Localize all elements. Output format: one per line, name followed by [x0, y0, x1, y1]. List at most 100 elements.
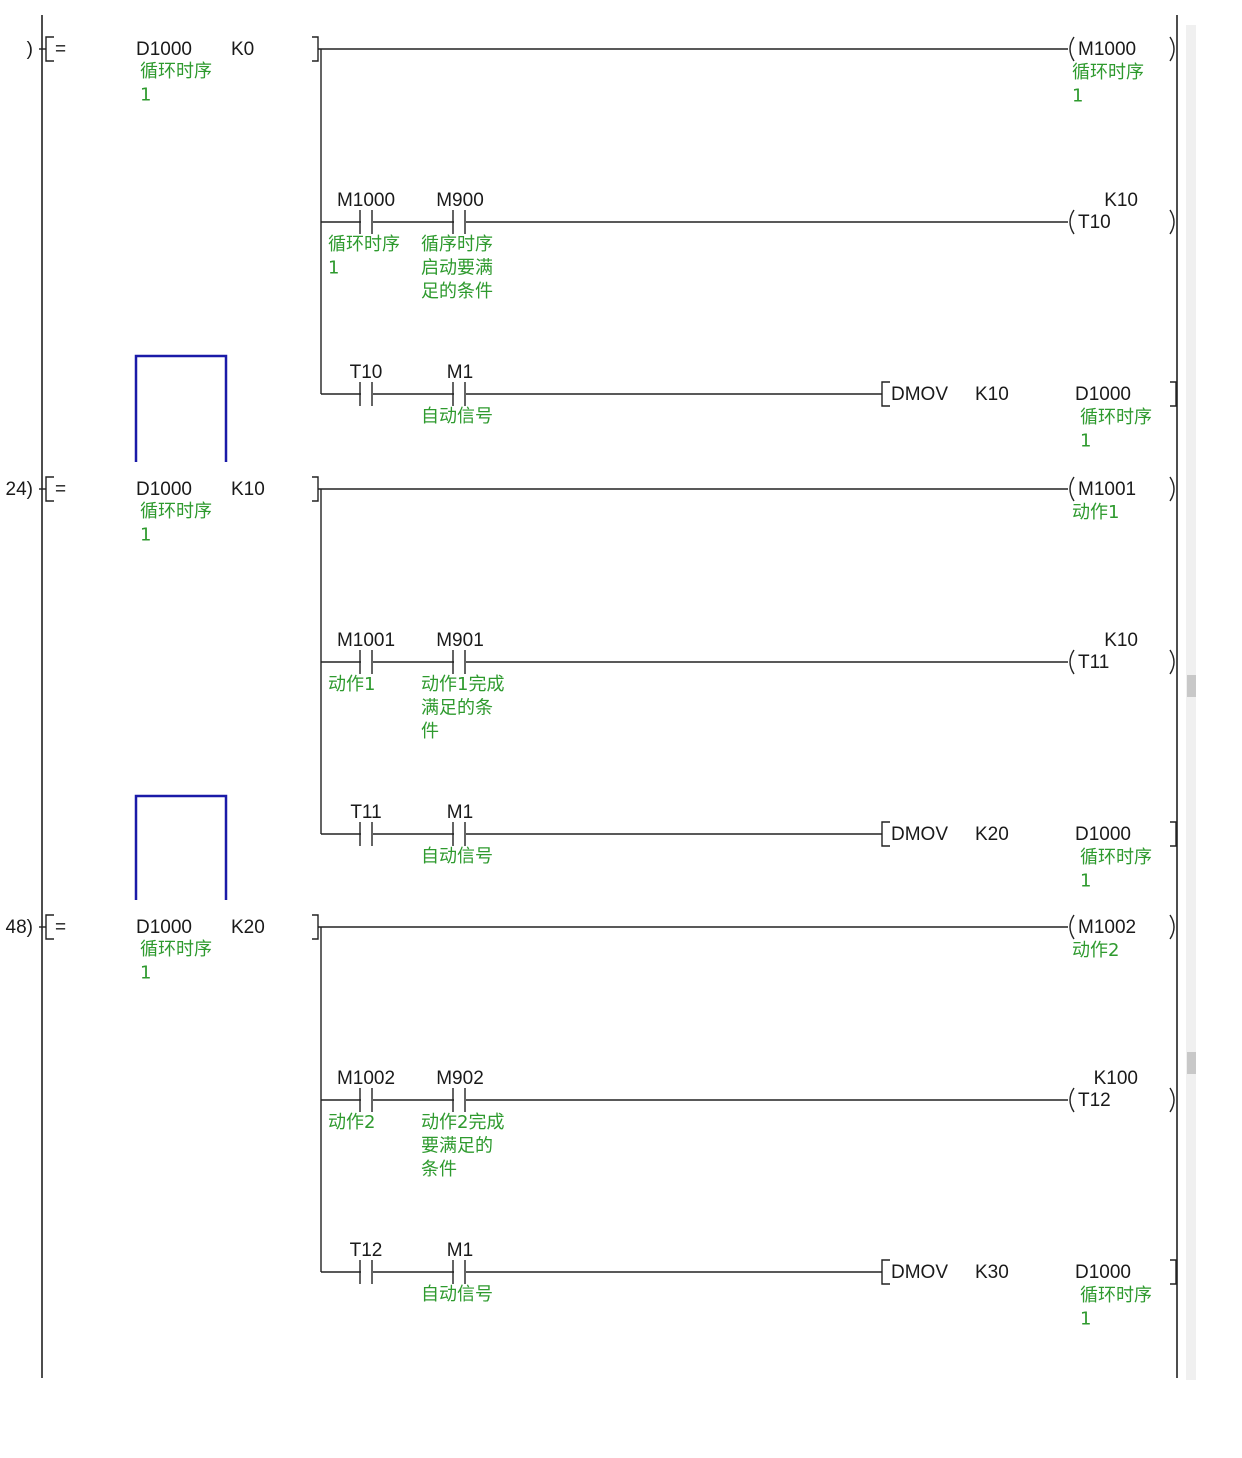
- compare-bracket-end: [312, 914, 319, 940]
- device-comment: 自动信号: [421, 406, 493, 427]
- instruction-bracket-end: [1170, 1259, 1177, 1285]
- compare-operator: =: [55, 479, 66, 500]
- contact-device: M1: [447, 362, 473, 383]
- device-comment: 循环时序: [140, 61, 212, 82]
- instruction-name: DMOV: [891, 1262, 948, 1283]
- device-comment: 条件: [421, 1159, 457, 1180]
- contact-device: M1000: [337, 190, 395, 211]
- scrollbar-thumb[interactable]: [1187, 675, 1196, 697]
- step-number: ): [27, 39, 33, 60]
- contact-device: M900: [436, 190, 484, 211]
- instruction-bracket: [881, 821, 890, 847]
- output-device: M1000: [1078, 39, 1136, 60]
- timer-coil: [1069, 1087, 1075, 1113]
- contact-device: T12: [350, 1240, 383, 1261]
- timer-coil: [1069, 209, 1075, 235]
- device-comment: 足的条件: [421, 281, 493, 302]
- device-comment: 满足的条: [421, 698, 493, 719]
- compare-operand-2: K20: [231, 917, 265, 938]
- device-comment: 自动信号: [421, 1284, 493, 1305]
- compare-bracket-end: [312, 36, 319, 62]
- timer-coil: [1169, 649, 1175, 675]
- device-comment: 自动信号: [421, 846, 493, 867]
- output-device: M1001: [1078, 479, 1136, 500]
- contact-device: M902: [436, 1068, 484, 1089]
- instruction-dest: D1000: [1075, 824, 1131, 845]
- device-comment: 循环时序: [1080, 847, 1152, 868]
- device-comment: 1: [140, 963, 151, 984]
- cursor-box: [134, 794, 228, 900]
- device-comment: 要满足的: [421, 1136, 493, 1157]
- device-comment: 循环时序: [1080, 407, 1152, 428]
- cursor-box: [134, 354, 228, 462]
- device-comment: 动作2: [328, 1112, 375, 1133]
- output-coil: [1169, 914, 1175, 940]
- timer-coil: [1169, 1087, 1175, 1113]
- device-comment: 动作1完成: [421, 674, 504, 695]
- device-comment: 1: [140, 525, 151, 546]
- device-comment: 循环时序: [1080, 1285, 1152, 1306]
- instruction-source: K30: [975, 1262, 1009, 1283]
- instruction-source: K10: [975, 384, 1009, 405]
- device-comment: 循环时序: [140, 501, 212, 522]
- compare-operand-1: D1000: [136, 917, 192, 938]
- instruction-bracket-end: [1170, 821, 1177, 847]
- device-comment: 动作2完成: [421, 1112, 504, 1133]
- output-coil: [1169, 36, 1175, 62]
- instruction-bracket: [881, 381, 890, 407]
- contact-device: M1: [447, 802, 473, 823]
- timer-setting: K100: [1094, 1068, 1138, 1089]
- device-comment: 1: [1080, 871, 1091, 892]
- compare-operand-2: K10: [231, 479, 265, 500]
- compare-operand-1: D1000: [136, 479, 192, 500]
- device-comment: 件: [421, 721, 439, 742]
- compare-operator: =: [55, 39, 66, 60]
- device-comment: 动作1: [1072, 502, 1119, 523]
- contact-device: T11: [350, 802, 381, 823]
- device-comment: 循序时序: [421, 234, 493, 255]
- timer-device: T11: [1078, 652, 1109, 673]
- instruction-dest: D1000: [1075, 1262, 1131, 1283]
- timer-setting: K10: [1104, 190, 1138, 211]
- output-device: M1002: [1078, 917, 1136, 938]
- device-comment: 循环时序: [328, 234, 400, 255]
- timer-device: T12: [1078, 1090, 1111, 1111]
- instruction-name: DMOV: [891, 824, 948, 845]
- contact-device: T10: [350, 362, 383, 383]
- contact-device: M1002: [337, 1068, 395, 1089]
- device-comment: 1: [328, 258, 339, 279]
- compare-operator: =: [55, 917, 66, 938]
- instruction-dest: D1000: [1075, 384, 1131, 405]
- timer-coil: [1069, 649, 1075, 675]
- contact-device: M1001: [337, 630, 395, 651]
- compare-bracket: [45, 914, 54, 940]
- contact-device: M901: [436, 630, 484, 651]
- device-comment: 1: [1072, 86, 1083, 107]
- compare-bracket: [45, 476, 54, 502]
- contact-device: M1: [447, 1240, 473, 1261]
- device-comment: 循环时序: [1072, 62, 1144, 83]
- device-comment: 1: [140, 85, 151, 106]
- output-coil: [1069, 914, 1075, 940]
- output-coil: [1069, 476, 1075, 502]
- compare-bracket-end: [312, 476, 319, 502]
- device-comment: 动作2: [1072, 940, 1119, 961]
- timer-device: T10: [1078, 212, 1111, 233]
- device-comment: 动作1: [328, 674, 375, 695]
- compare-operand-1: D1000: [136, 39, 192, 60]
- instruction-bracket: [881, 1259, 890, 1285]
- timer-setting: K10: [1104, 630, 1138, 651]
- step-number: 48): [6, 917, 33, 938]
- vertical-scrollbar[interactable]: [1186, 25, 1196, 1380]
- device-comment: 循环时序: [140, 939, 212, 960]
- output-coil: [1069, 36, 1075, 62]
- output-coil: [1169, 476, 1175, 502]
- compare-operand-2: K0: [231, 39, 254, 60]
- instruction-bracket-end: [1170, 381, 1177, 407]
- scrollbar-thumb-2[interactable]: [1187, 1052, 1196, 1074]
- step-number: 24): [6, 479, 33, 500]
- instruction-name: DMOV: [891, 384, 948, 405]
- instruction-source: K20: [975, 824, 1009, 845]
- timer-coil: [1169, 209, 1175, 235]
